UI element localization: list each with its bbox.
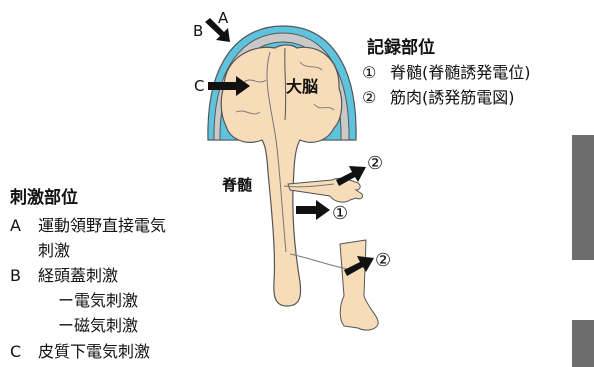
stimulation-item-b-marker: B — [10, 268, 21, 284]
arrow-record-spinal — [296, 200, 330, 220]
label-a: A — [218, 11, 228, 26]
brain-label: 大脳 — [286, 79, 318, 95]
arm-with-hand — [288, 178, 363, 202]
stimulation-item-b-text: 経頭蓋刺激 — [38, 268, 118, 284]
label-b: B — [193, 24, 203, 39]
recording-title: 記録部位 — [367, 40, 435, 57]
stimulation-item-c-marker: C — [10, 344, 21, 360]
stimulation-item-a-text-cont: 刺激 — [38, 243, 70, 259]
label-c: C — [194, 79, 204, 94]
spinal-cord-label: 脊髄 — [222, 178, 252, 193]
recording-item-2-text: 筋肉(誘発筋電図) — [390, 90, 515, 106]
recording-item-2-marker: ② — [362, 90, 376, 106]
recording-item-1-marker: ① — [362, 65, 376, 81]
recording-item-1-text: 脊髄(脊髄誘発電位) — [390, 65, 531, 81]
stimulation-subitem-magnetic: ー磁気刺激 — [58, 318, 138, 334]
stimulation-item-a-text: 運動領野直接電気 — [38, 218, 166, 234]
photo-thumbnail-bottom — [572, 320, 594, 367]
stimulation-item-a-marker: A — [10, 218, 21, 234]
photo-thumbnail-top — [572, 135, 594, 260]
leg-with-foot — [340, 240, 378, 330]
marker-leg: ② — [375, 252, 391, 270]
stimulation-item-c-text: 皮質下電気刺激 — [38, 344, 150, 360]
marker-spinal: ① — [332, 205, 348, 223]
marker-arm: ② — [367, 155, 383, 173]
stimulation-subitem-electric: ー電気刺激 — [58, 293, 138, 309]
stimulation-title: 刺激部位 — [10, 190, 78, 207]
